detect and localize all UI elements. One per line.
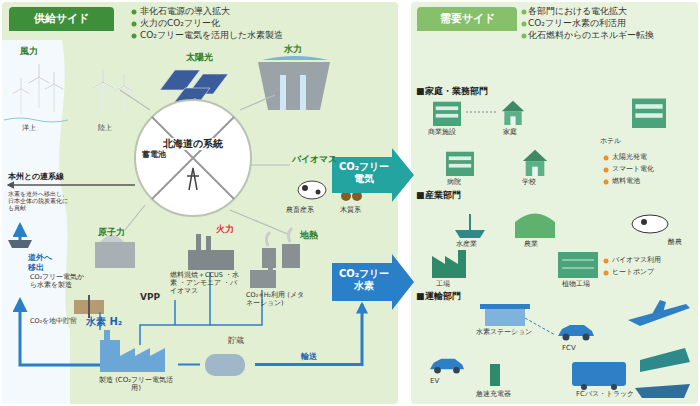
part-label: 農業 — [524, 240, 554, 248]
flow-arrow: CO₂フリー電気 — [332, 148, 414, 202]
part-label: 家庭 — [503, 128, 533, 136]
node-text: 火力のCO₂フリー化 — [140, 18, 390, 29]
demand-panel: 需要サイド各部門における電化拡大CO₂フリー水素の利活用化石燃料からのエネルギー… — [411, 3, 698, 403]
edge-label: 輸送 — [301, 352, 317, 362]
part-label: バイオマス利用 — [612, 256, 692, 264]
node-text: 製造 (CO₂フリー電気活用) — [96, 376, 176, 393]
part-label: 病院 — [447, 178, 477, 186]
storage-tank: 貯蔵 — [200, 336, 255, 381]
node-text: 化石燃料からのエネルギー転換 — [528, 30, 693, 41]
node-title: CO₂フリー水素 — [338, 268, 390, 292]
part-label: CO₂+H₂利用 (メタネーション) — [246, 292, 306, 308]
part-label: 燃料混焼＋CCUS ・水素 ・アンモニア ・バイオマス — [170, 272, 240, 295]
part-label: 木質系 — [340, 206, 380, 214]
node-text: CO₂フリー水素の利活用 — [528, 18, 693, 29]
part-label: 水力 — [284, 44, 324, 55]
part-label: 風力 — [20, 46, 60, 57]
part-label: 太陽光発電 — [612, 153, 692, 161]
part-label: 陸上 — [98, 124, 128, 132]
part-label: 燃料電池 — [612, 177, 692, 185]
part-label: 太陽光 — [186, 52, 226, 63]
connector — [178, 364, 200, 366]
part-label: 地熱 — [300, 230, 340, 241]
part-label: スマート電化 — [612, 165, 692, 173]
node-text: 各部門における電化拡大 — [528, 6, 693, 17]
node-title: ■家庭・業務部門 — [416, 86, 536, 97]
sector-section: ■運輸部門 — [414, 291, 694, 403]
part-label: 蓄電池 — [142, 150, 182, 160]
part-label: FCバス・トラック — [576, 390, 646, 398]
part-label: 植物工場 — [562, 280, 602, 288]
node-title: 需要サイド — [417, 7, 517, 31]
node-text: CO₂フリー電気を活用した水素製造 — [140, 30, 390, 41]
part-label: 農畜産系 — [286, 206, 326, 214]
part-label: 原子力 — [98, 227, 138, 238]
part-label: CO₂フリー電気から水素を製造 — [30, 274, 88, 290]
part-label: 本州との連系線 — [8, 172, 78, 182]
part-label: 学校 — [522, 178, 552, 186]
part-label: 水素を道外へ移出し、日本全体の脱炭素化にも貢献 — [8, 190, 70, 212]
part-label: VPP — [140, 292, 170, 303]
node-title: ■運輸部門 — [416, 291, 536, 302]
part-label: 道外へ移出 — [28, 253, 58, 272]
part-label: CO₂を地中貯留 — [30, 318, 90, 326]
connector — [255, 304, 362, 365]
node-text: 非化石電源の導入拡大 — [140, 6, 390, 17]
node-title: 貯蔵 — [228, 336, 255, 346]
part-label: ヒートポンプ — [612, 268, 692, 276]
node-title: CO₂フリー電気 — [338, 161, 390, 185]
flow-arrow: CO₂フリー水素 — [332, 254, 414, 310]
part-label: 水産業 — [456, 240, 492, 248]
hydrogen-plant: 水素 H₂ 製造 (CO₂フリー電気活用) — [86, 316, 178, 404]
part-label: FCV — [562, 344, 592, 352]
part-label: 洋上 — [22, 124, 52, 132]
part-label: バイオマス — [292, 154, 352, 165]
part-label: ホテル — [600, 137, 630, 145]
node-title: ■産業部門 — [416, 190, 536, 201]
part-label: 急速充電器 — [476, 390, 526, 398]
node-title: 北海道の系統 — [155, 138, 231, 150]
part-label: 火力 — [216, 224, 246, 235]
node-title: 供給サイド — [9, 7, 114, 31]
part-label: 工場 — [436, 280, 466, 288]
part-label: 商業施設 — [428, 128, 468, 136]
part-label: 酪農 — [668, 238, 696, 246]
part-label: 水素ステーション — [476, 328, 546, 336]
node-title: 水素 H₂ — [86, 316, 146, 328]
part-label: EV — [430, 377, 450, 385]
